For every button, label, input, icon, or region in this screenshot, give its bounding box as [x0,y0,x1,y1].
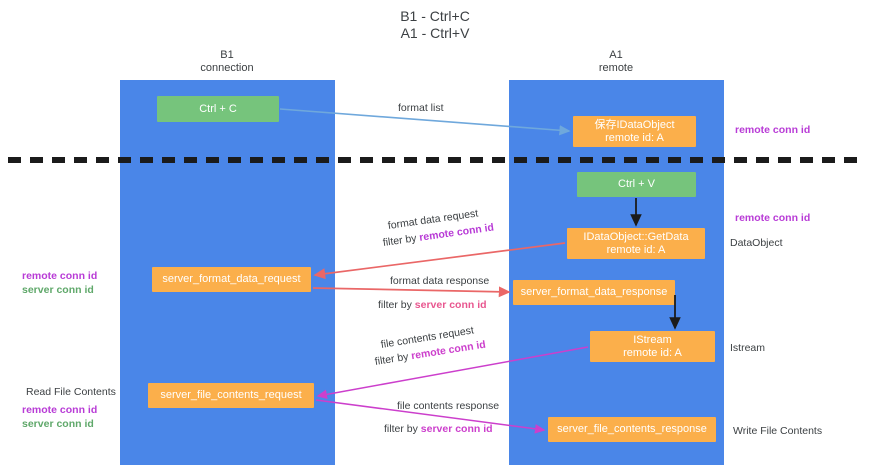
node-idataobject-getdata[interactable]: IDataObject::GetData remote id: A [567,228,705,259]
arrow-format-data-response [312,286,511,298]
edge-label-file-contents-response: file contents response [397,400,500,412]
diagram-title-line2: A1 - Ctrl+V [400,25,470,41]
node-server-file-contents-request[interactable]: server_file_contents_request [148,383,314,408]
annotation-left-conn-ids-bottom: remote conn id server conn id [22,403,97,431]
node-getdata-line1: IDataObject::GetData [583,230,689,243]
annotation-left-conn-ids-top: remote conn id server conn id [22,269,97,297]
node-ctrl-c-label: Ctrl + C [199,102,237,115]
node-getdata-line2: remote id: A [606,243,666,256]
edge-label-format-data-response-filter: filter by server conn id [378,299,487,312]
node-store-idataobject[interactable]: 保存IDataObject remote id: A [573,116,696,147]
node-store-idataobject-line1: 保存IDataObject [594,118,675,131]
node-server-format-data-request-label: server_format_data_request [162,273,301,285]
column-subheader-b1: connection [200,62,254,74]
diagram-title-line1: B1 - Ctrl+C [400,8,470,24]
node-server-file-contents-response-label: server_file_contents_response [557,423,707,435]
filter-prefix: filter by [378,299,415,311]
node-server-file-contents-response[interactable]: server_file_contents_response [548,417,716,442]
annotation-remote-conn-id-top: remote conn id [735,123,810,137]
annotation-left-server-conn-id-2: server conn id [22,418,94,430]
annotation-istream: Istream [730,342,766,354]
node-istream[interactable]: IStream remote id: A [590,331,715,362]
annotation-dataobject: DataObject [730,237,783,249]
annotation-remote-conn-id-mid: remote conn id [735,211,810,225]
column-subheader-a1: remote [598,62,634,74]
node-ctrl-v-label: Ctrl + V [618,178,655,190]
annotation-left-server-conn-id: server conn id [22,284,94,296]
node-istream-line1: IStream [633,333,672,346]
column-header-a1: A1 [609,49,623,61]
annotation-read-file-contents: Read File Contents [26,386,116,398]
annotation-remote-conn-id-top-text: remote conn id [735,124,811,136]
annotation-left-remote-conn-id-2: remote conn id [22,404,98,416]
filter-prefix: filter by [382,231,421,249]
annotation-left-remote-conn-id: remote conn id [22,270,98,282]
edge-label-file-contents-response-filter: filter by server conn id [384,423,493,436]
node-server-format-data-response[interactable]: server_format_data_response [513,280,675,305]
column-header-b1: B1 [220,49,234,61]
node-store-idataobject-line2: remote id: A [605,131,664,144]
edge-label-format-list: format list [398,102,444,114]
node-ctrl-c[interactable]: Ctrl + C [157,96,279,122]
filter-key-server-conn-id: server conn id [414,299,487,311]
edge-label-format-data-response: format data response [390,275,490,287]
filter-key-server-conn-id: server conn id [420,423,493,435]
node-server-file-contents-request-label: server_file_contents_request [160,389,302,401]
annotation-remote-conn-id-mid-text: remote conn id [735,212,811,224]
node-ctrl-v[interactable]: Ctrl + V [577,172,696,197]
annotation-write-file-contents: Write File Contents [733,425,823,437]
filter-prefix: filter by [384,423,421,435]
node-istream-line2: remote id: A [623,346,682,359]
filter-prefix: filter by [373,350,413,368]
node-server-format-data-request[interactable]: server_format_data_request [152,267,311,292]
node-server-format-data-response-label: server_format_data_response [520,286,668,298]
